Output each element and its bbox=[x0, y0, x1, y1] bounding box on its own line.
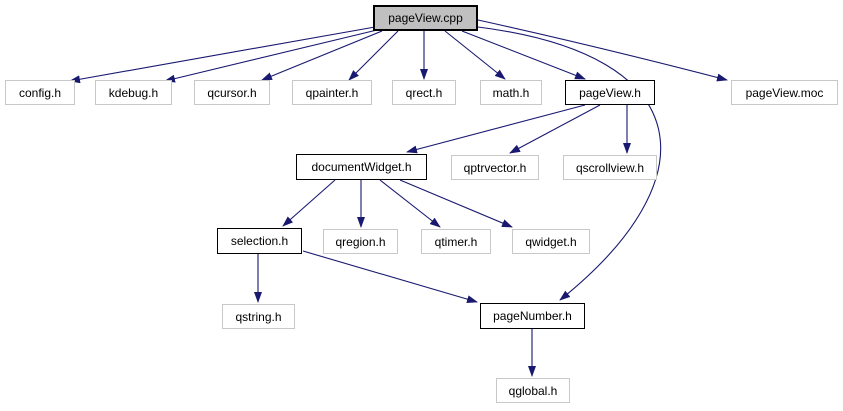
node-config-h: config.h bbox=[5, 80, 75, 105]
edge-documentwidget-h-to-qwidget-h bbox=[399, 179, 513, 228]
edge-pageview-cpp-to-qcursor-h bbox=[261, 30, 383, 81]
node-qstring-h: qstring.h bbox=[222, 304, 295, 329]
edge-pageview-cpp-to-pageview-h bbox=[461, 30, 586, 80]
edge-pageview-cpp-to-kdebug-h bbox=[164, 29, 378, 83]
node-qptrvector-h: qptrvector.h bbox=[451, 155, 539, 180]
edge-pageview-cpp-to-qpainter-h bbox=[348, 30, 399, 81]
node-qrect-h: qrect.h bbox=[392, 80, 456, 105]
node-pagenumber-h[interactable]: pageNumber.h bbox=[480, 303, 585, 329]
node-pageview-h[interactable]: pageView.h bbox=[565, 80, 655, 105]
node-qwidget-h: qwidget.h bbox=[512, 229, 590, 254]
node-selection-h[interactable]: selection.h bbox=[217, 228, 302, 254]
node-math-h: math.h bbox=[480, 80, 542, 105]
node-pageview-moc: pageView.moc bbox=[731, 80, 838, 105]
node-documentwidget-h[interactable]: documentWidget.h bbox=[296, 154, 427, 180]
node-qcursor-h: qcursor.h bbox=[194, 80, 270, 105]
node-kdebug-h: kdebug.h bbox=[95, 80, 172, 105]
node-qscrollview-h: qscrollview.h bbox=[563, 155, 657, 180]
edge-pageview-h-to-documentwidget-h bbox=[406, 104, 586, 154]
edge-pageview-cpp-to-pageview-moc bbox=[477, 19, 728, 82]
node-qtimer-h: qtimer.h bbox=[421, 229, 491, 254]
edge-pageview-h-to-qptrvector-h bbox=[509, 104, 601, 154]
edge-pageview-cpp-to-pagenumber-h bbox=[477, 26, 661, 301]
edge-pageview-cpp-to-math-h bbox=[444, 30, 506, 80]
node-qglobal-h: qglobal.h bbox=[496, 378, 570, 403]
edge-documentwidget-h-to-selection-h bbox=[282, 179, 336, 227]
edge-pageview-cpp-to-config-h bbox=[69, 26, 376, 84]
node-qregion-h: qregion.h bbox=[323, 229, 398, 254]
edge-documentwidget-h-to-qtimer-h bbox=[379, 179, 441, 228]
node-pageview-cpp: pageView.cpp bbox=[373, 5, 478, 31]
node-qpainter-h: qpainter.h bbox=[292, 80, 372, 105]
edge-selection-h-to-pagenumber-h bbox=[302, 250, 478, 304]
